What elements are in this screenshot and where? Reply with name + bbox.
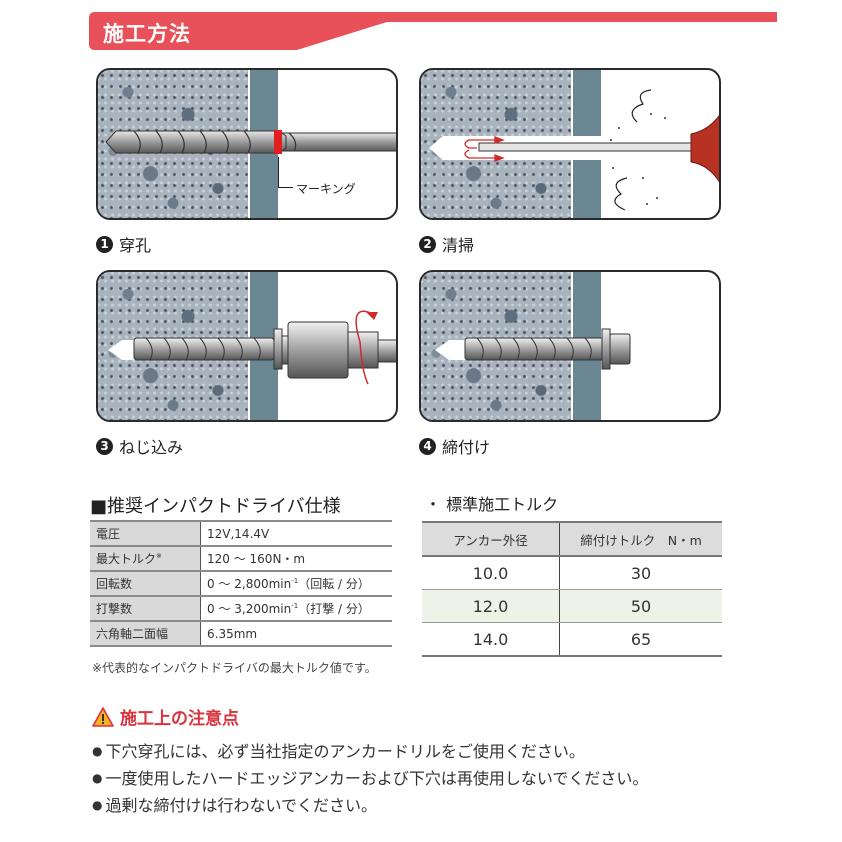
- step-1-text: 穿孔: [119, 236, 152, 255]
- step-2-text: 清掃: [442, 236, 475, 255]
- step-2-illustration: [419, 68, 721, 220]
- caution-item: 過剰な締付けは行わないでください。: [92, 792, 648, 819]
- step-number-badge: 4: [419, 437, 436, 455]
- column-header: アンカー外径: [422, 521, 560, 557]
- marking-leader-line: [278, 157, 293, 188]
- anchor-driver-icon: [108, 310, 396, 385]
- table-row: 14.0 65: [422, 622, 722, 657]
- step-4-illustration: [419, 270, 721, 422]
- spec-value: 0 ～ 3,200min-1（打撃 / 分）: [200, 595, 392, 621]
- spec-key: 打撃数: [90, 595, 201, 621]
- caution-item: 一度使用したハードエッジアンカーおよび下穴は再使用しないでください。: [92, 765, 648, 792]
- table-row: 最大トルク※ 120 ～ 160N・m: [90, 545, 392, 571]
- anchor-diameter: 10.0: [422, 556, 560, 590]
- column-header: 締付けトルク N・m: [559, 521, 722, 557]
- step-1-illustration: マーキング: [96, 68, 398, 220]
- step-number-badge: 2: [419, 235, 436, 253]
- spec-value: 12V,14.4V: [200, 520, 392, 546]
- step-4-label: 4 締付け: [419, 434, 490, 458]
- blower-icon: [429, 89, 719, 211]
- spec-value: 120 ～ 160N・m: [200, 545, 392, 571]
- table-row: 回転数 0 ～ 2,800min-1（回転 / 分）: [90, 570, 392, 596]
- table-row: 12.0 50: [422, 589, 722, 623]
- driver-spec-table: 電圧 12V,14.4V 最大トルク※ 120 ～ 160N・m 回転数 0 ～…: [90, 520, 392, 647]
- anchor-bolt-icon: [435, 328, 631, 370]
- spec-value: 0 ～ 2,800min-1（回転 / 分）: [200, 570, 392, 596]
- table-row: 10.0 30: [422, 556, 722, 590]
- torque-title: ・ 標準施工トルク: [425, 495, 559, 514]
- spec-key: 六角軸二面幅: [90, 620, 201, 647]
- torque-value: 65: [559, 622, 722, 657]
- spec-value: 6.35mm: [200, 620, 392, 647]
- torque-value: 50: [559, 589, 722, 623]
- caution-list: 下穴穿孔には、必ず当社指定のアンカードリルをご使用ください。 一度使用したハード…: [92, 738, 648, 819]
- step-number-badge: 3: [96, 437, 113, 455]
- step-number-badge: 1: [96, 235, 113, 253]
- spec-key: 最大トルク※: [90, 545, 201, 571]
- spec-key: 電圧: [90, 520, 201, 546]
- spec-key: 回転数: [90, 570, 201, 596]
- banner-shape: [89, 12, 777, 50]
- torque-table: アンカー外径 締付けトルク N・m 10.0 30 12.0 50 14.0 6…: [422, 521, 722, 657]
- step-4-text: 締付け: [442, 438, 491, 457]
- table-row: 電圧 12V,14.4V: [90, 520, 392, 546]
- step-3-text: ねじ込み: [119, 438, 184, 457]
- step-2-label: 2 清掃: [419, 232, 474, 256]
- caution-heading: 施工上の注意点: [92, 704, 239, 729]
- anchor-diameter: 12.0: [422, 589, 560, 623]
- caution-item: 下穴穿孔には、必ず当社指定のアンカードリルをご使用ください。: [92, 738, 648, 765]
- table-header-row: アンカー外径 締付けトルク N・m: [422, 521, 722, 557]
- torque-value: 30: [559, 556, 722, 590]
- caution-title: 施工上の注意点: [120, 709, 239, 729]
- table-row: 六角軸二面幅 6.35mm: [90, 620, 392, 647]
- section-title: 施工方法: [103, 22, 191, 46]
- step-1-label: 1 穿孔: [96, 232, 151, 256]
- spec-footnote: ※代表的なインパクトドライバの最大トルク値です。: [92, 661, 377, 675]
- marking-label: マーキング: [296, 182, 356, 196]
- table-row: 打撃数 0 ～ 3,200min-1（打撃 / 分）: [90, 595, 392, 621]
- anchor-diameter: 14.0: [422, 622, 560, 657]
- step-3-illustration: [96, 270, 398, 422]
- spec-title: ■推奨インパクトドライバ仕様: [90, 496, 341, 517]
- step-3-label: 3 ねじ込み: [96, 434, 183, 458]
- section-header: 施工方法: [87, 10, 777, 52]
- warning-icon: [92, 706, 114, 727]
- drill-bit-icon: [105, 130, 396, 154]
